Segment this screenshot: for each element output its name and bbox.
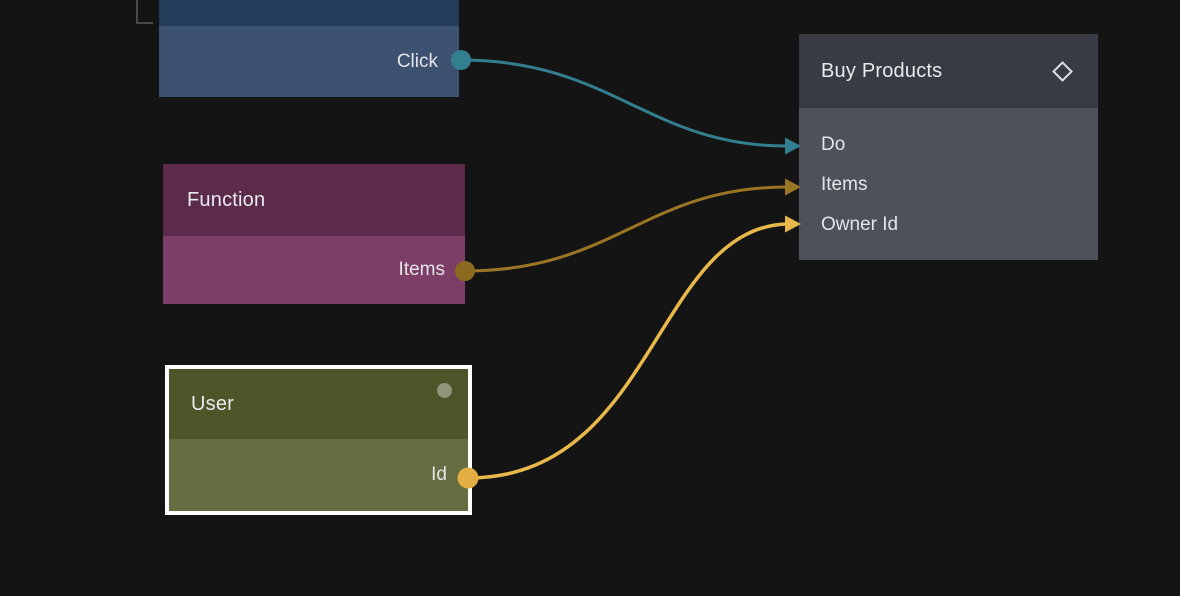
output-port-label: Id [431, 464, 447, 485]
port-row-do: Do [799, 125, 1098, 165]
node-title: Buy Products [821, 59, 943, 82]
selection-marquee-corner [136, 22, 153, 24]
selection-marquee-corner [136, 0, 138, 24]
node-buy-products[interactable]: Buy Products Do Items Owner Id [799, 34, 1098, 260]
node-user-header[interactable]: User [169, 369, 468, 439]
port-row-items: Items [799, 165, 1098, 205]
node-function-header[interactable]: Function [163, 164, 465, 236]
wire-id-to-owner-id[interactable] [467, 222, 788, 480]
port-row-items: Items [163, 259, 445, 281]
output-port-label: Click [396, 50, 438, 72]
diamond-icon[interactable] [1051, 60, 1074, 83]
node-user-selected[interactable]: User Id [165, 365, 472, 515]
wire-items-to-items[interactable] [464, 185, 788, 273]
status-dot-icon [437, 383, 452, 398]
node-function[interactable]: Function Items [163, 164, 465, 304]
input-port-label: Items [821, 174, 868, 195]
node-click-header[interactable] [159, 0, 459, 26]
input-port-label: Do [821, 134, 846, 155]
input-port-label: Owner Id [821, 214, 899, 235]
node-title: Function [187, 188, 266, 211]
wire-click-to-do[interactable] [460, 58, 788, 148]
port-row-owner-id: Owner Id [799, 205, 1098, 245]
port-row-click: Click [159, 51, 438, 73]
node-buy-products-header[interactable]: Buy Products [799, 34, 1098, 108]
diamond-icon-shape [1052, 60, 1073, 82]
node-click[interactable]: Click [159, 0, 459, 97]
port-row-id: Id [169, 464, 447, 486]
output-port-label: Items [398, 259, 445, 280]
node-title: User [191, 392, 235, 415]
